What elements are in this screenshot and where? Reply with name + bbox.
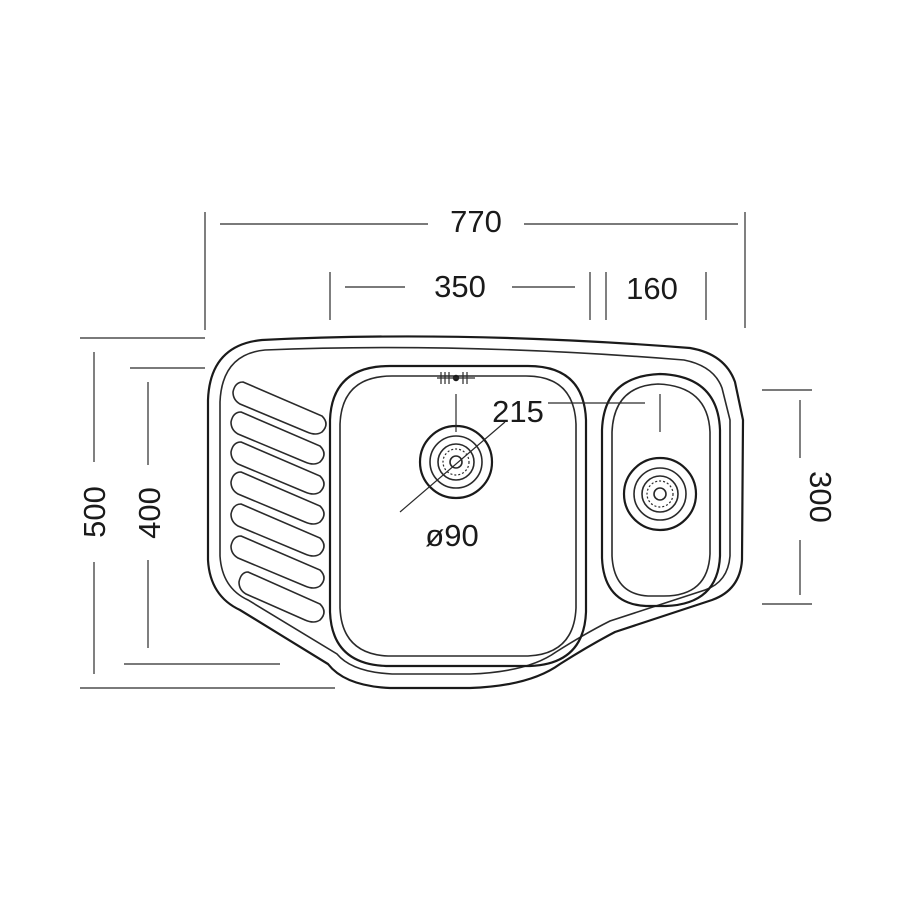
dimension-400: 400 [124, 367, 280, 665]
dimension-300: 300 [762, 389, 838, 605]
small-bowl [600, 372, 722, 608]
label-160: 160 [626, 271, 678, 306]
groove [230, 471, 325, 525]
dimension-500: 500 [77, 337, 335, 689]
groove [232, 381, 327, 435]
groove [230, 503, 325, 557]
sink-outer-rim [206, 335, 745, 690]
dimension-350: 350 [329, 269, 591, 320]
small-drain-icon [622, 456, 698, 532]
label-300: 300 [803, 471, 838, 523]
label-215: 215 [492, 394, 544, 429]
leader-line [399, 421, 506, 513]
main-drain-icon [418, 424, 494, 500]
overflow-icon [437, 372, 475, 384]
dimension-160: 160 [605, 271, 707, 320]
dimension-diameter: ø90 [399, 421, 506, 553]
label-350: 350 [434, 269, 486, 304]
small-bowl-outer [600, 372, 722, 608]
label-400: 400 [132, 487, 167, 539]
main-bowl [328, 364, 588, 668]
dimension-215: 215 [455, 394, 661, 432]
label-770: 770 [450, 204, 502, 239]
label-diameter: ø90 [425, 518, 478, 553]
drainer-grooves [230, 381, 327, 623]
groove [230, 441, 325, 495]
groove [238, 571, 325, 623]
groove [230, 411, 325, 465]
main-bowl-inner [339, 375, 577, 657]
main-bowl-outer [328, 364, 588, 668]
groove [230, 535, 325, 589]
small-bowl-inner [611, 383, 711, 597]
dimension-770: 770 [204, 204, 746, 330]
label-500: 500 [77, 486, 112, 538]
